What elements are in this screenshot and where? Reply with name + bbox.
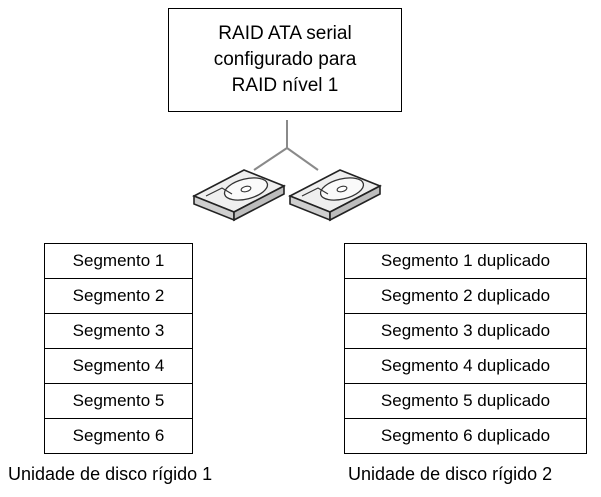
duplicated-segment-cell: Segmento 2 duplicado [344, 278, 587, 314]
table-row: Segmento 6 [44, 418, 193, 454]
connector-lines [253, 120, 319, 171]
raid-line-2: configurado para [213, 49, 357, 70]
table-row: Segmento 3 [44, 313, 193, 349]
table-row: Segmento 4 duplicado [344, 348, 587, 384]
raid-line-3: RAID nível 1 [231, 75, 339, 96]
duplicated-segment-cell: Segmento 3 duplicado [344, 313, 587, 349]
drive1-segment-table: Segmento 1 Segmento 2 Segmento 3 Segment… [44, 243, 193, 454]
drive2-segment-table: Segmento 1 duplicado Segmento 2 duplicad… [344, 243, 587, 454]
segment-cell: Segmento 4 [44, 348, 193, 384]
drives-illustration [192, 120, 382, 222]
duplicated-segment-cell: Segmento 6 duplicado [344, 418, 587, 454]
table-row: Segmento 1 [44, 243, 193, 279]
table-row: Segmento 6 duplicado [344, 418, 587, 454]
table-row: Segmento 2 duplicado [344, 278, 587, 314]
raid-configuration-box: RAID ATA serial configurado para RAID ní… [168, 8, 402, 112]
drive2-caption: Unidade de disco rígido 2 [348, 464, 553, 484]
hard-drive-icon [288, 169, 382, 222]
table-row: Segmento 4 [44, 348, 193, 384]
table-row: Segmento 1 duplicado [344, 243, 587, 279]
hard-drive-icon [192, 169, 286, 222]
segment-cell: Segmento 5 [44, 383, 193, 419]
duplicated-segment-cell: Segmento 1 duplicado [344, 243, 587, 279]
segment-cell: Segmento 2 [44, 278, 193, 314]
segment-cell: Segmento 3 [44, 313, 193, 349]
table-row: Segmento 5 duplicado [344, 383, 587, 419]
drive1-caption: Unidade de disco rígido 1 [8, 464, 213, 484]
duplicated-segment-cell: Segmento 5 duplicado [344, 383, 587, 419]
table-row: Segmento 2 [44, 278, 193, 314]
segment-cell: Segmento 6 [44, 418, 193, 454]
raid-line-1: RAID ATA serial [218, 23, 352, 44]
table-row: Segmento 3 duplicado [344, 313, 587, 349]
duplicated-segment-cell: Segmento 4 duplicado [344, 348, 587, 384]
table-row: Segmento 5 [44, 383, 193, 419]
segment-cell: Segmento 1 [44, 243, 193, 279]
